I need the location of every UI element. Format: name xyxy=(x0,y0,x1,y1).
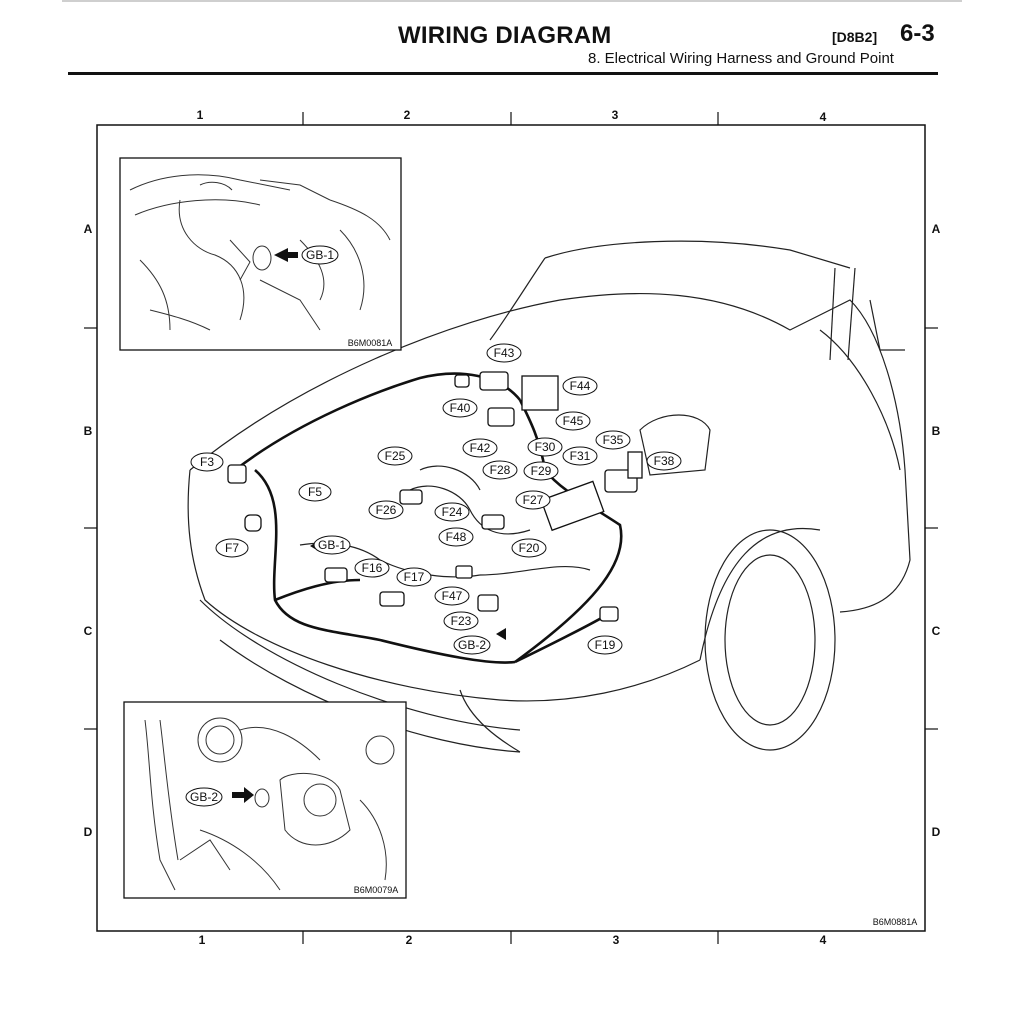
inset-gb2: GB-2 B6M0079A xyxy=(123,701,407,899)
callout-label: GB-1 xyxy=(306,248,334,262)
grid-row-label: D xyxy=(932,825,941,839)
connector-label: F48 xyxy=(446,530,467,544)
grid-row-label: C xyxy=(84,624,93,638)
connector-label: F23 xyxy=(451,614,472,628)
connector-label: F27 xyxy=(523,493,544,507)
connector-label: F16 xyxy=(362,561,383,575)
section-code: [D8B2] xyxy=(832,29,878,45)
connector-label: F35 xyxy=(603,433,624,447)
connector-label: F30 xyxy=(535,440,556,454)
connector-label: F17 xyxy=(404,570,425,584)
vehicle-outline xyxy=(187,240,911,753)
connector-label: F28 xyxy=(490,463,511,477)
connector-label: F40 xyxy=(450,401,471,415)
inset-code: B6M0079A xyxy=(354,885,399,895)
inset-code: B6M0081A xyxy=(348,338,393,348)
connector-label: F25 xyxy=(385,449,406,463)
connector-label: F24 xyxy=(442,505,463,519)
connector-label: GB-2 xyxy=(458,638,486,652)
grid-col-label: 3 xyxy=(613,933,620,947)
connector-label: GB-1 xyxy=(318,538,346,552)
grid-row-label: B xyxy=(84,424,93,438)
connector-label: F26 xyxy=(376,503,397,517)
grid-col-label: 4 xyxy=(820,110,827,124)
arrow-icon xyxy=(232,787,254,803)
page-title: WIRING DIAGRAM xyxy=(398,22,612,49)
connector-label: F44 xyxy=(570,379,591,393)
page-subtitle: 8. Electrical Wiring Harness and Ground … xyxy=(588,50,894,67)
grid-col-label: 2 xyxy=(406,933,413,947)
header-rule xyxy=(68,72,938,75)
callout-label: GB-2 xyxy=(190,790,218,804)
grid-row-label: B xyxy=(932,424,941,438)
grid-col-label: 2 xyxy=(404,108,411,122)
connector-label: F7 xyxy=(225,541,239,555)
grid-row-label: A xyxy=(84,222,93,236)
connector-callouts: F43 F44 F40 F45 F42 F30 F35 F25 F28 F29 … xyxy=(190,343,682,655)
grid-col-label: 1 xyxy=(197,108,204,122)
grid-col-label: 4 xyxy=(820,933,827,947)
connector-label: F38 xyxy=(654,454,675,468)
page-number: 6-3 xyxy=(900,20,935,47)
grid-row-label: C xyxy=(932,624,941,638)
connector-label: F20 xyxy=(519,541,540,555)
connector-label: F3 xyxy=(200,455,214,469)
grid-ticks xyxy=(84,112,938,944)
secondary-wiring xyxy=(299,465,591,578)
connector-label: F19 xyxy=(595,638,616,652)
connector-label: F47 xyxy=(442,589,463,603)
grid-col-label: 1 xyxy=(199,933,206,947)
connector-label: F43 xyxy=(494,346,515,360)
connector-label: F31 xyxy=(570,449,591,463)
connector-label: F29 xyxy=(531,464,552,478)
grid-row-label: D xyxy=(84,825,93,839)
inset-gb1: GB-1 B6M0081A xyxy=(119,157,402,351)
arrow-icon xyxy=(274,248,298,262)
component-blocks xyxy=(227,371,643,622)
top-border-line xyxy=(62,0,962,2)
connector-label: F42 xyxy=(470,441,491,455)
connector-label: F5 xyxy=(308,485,322,499)
figure-code: B6M0881A xyxy=(873,917,918,927)
connector-label: F45 xyxy=(563,414,584,428)
grid-col-label: 3 xyxy=(612,108,619,122)
grid-row-label: A xyxy=(932,222,941,236)
